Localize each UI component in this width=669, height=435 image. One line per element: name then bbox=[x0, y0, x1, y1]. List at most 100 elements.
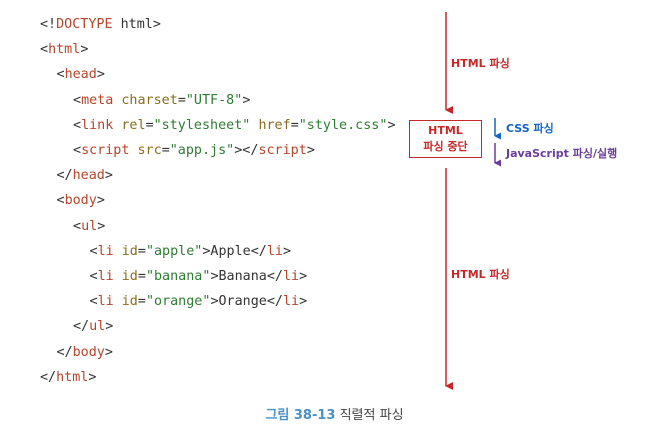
code-token: < bbox=[89, 294, 98, 310]
code-token: > bbox=[299, 294, 308, 310]
code-token: body bbox=[72, 344, 105, 360]
stop-box-line2: 파싱 중단 bbox=[423, 140, 468, 153]
caption-figure-number: 그림 38-13 bbox=[265, 408, 336, 423]
code-token: > bbox=[306, 143, 315, 158]
code-token: < bbox=[89, 269, 98, 284]
code-token: </ bbox=[73, 319, 90, 335]
html-parsing-stop-box: HTML 파싱 중단 bbox=[409, 120, 482, 158]
code-token: id bbox=[121, 243, 138, 259]
code-token: li bbox=[266, 243, 283, 259]
code-token: = bbox=[137, 294, 146, 310]
code-token: = bbox=[290, 117, 299, 133]
code-token: = bbox=[177, 92, 186, 108]
code-token: link bbox=[81, 117, 114, 133]
code-token: id bbox=[121, 294, 138, 310]
code-line: <li id="banana">Banana</li> bbox=[90, 267, 308, 287]
code-token: script bbox=[81, 143, 130, 158]
code-token: >Apple</ bbox=[202, 243, 267, 259]
code-token: "orange" bbox=[145, 294, 211, 310]
code-token: "style.css" bbox=[298, 117, 388, 133]
css-parsing-label: CSS 파싱 bbox=[506, 122, 554, 135]
code-token: href bbox=[258, 117, 291, 133]
code-token: = bbox=[161, 143, 170, 158]
code-token: </ bbox=[56, 344, 73, 360]
code-line: </ul> bbox=[73, 317, 113, 337]
html-parsing-label-bottom: HTML 파싱 bbox=[451, 268, 510, 281]
code-token: = bbox=[137, 269, 146, 284]
code-token: li bbox=[97, 243, 114, 259]
code-token: = bbox=[137, 243, 146, 259]
code-line: <html> bbox=[40, 40, 88, 60]
code-token: > bbox=[105, 319, 114, 335]
code-token: ul bbox=[89, 319, 106, 335]
code-token: ul bbox=[81, 218, 98, 234]
code-line: </html> bbox=[40, 368, 96, 388]
code-line: </head> bbox=[57, 166, 113, 186]
code-line: <link rel="stylesheet" href="style.css"> bbox=[73, 116, 396, 136]
code-token: > bbox=[96, 67, 105, 83]
code-token: html bbox=[56, 369, 89, 385]
code-line: <!DOCTYPE html> bbox=[40, 15, 161, 35]
code-token: html bbox=[48, 42, 81, 58]
code-token: > bbox=[104, 344, 113, 360]
code-token: ></ bbox=[234, 143, 259, 158]
code-token: = bbox=[145, 117, 154, 133]
code-token: > bbox=[299, 269, 308, 284]
code-token: <! bbox=[40, 17, 57, 32]
code-line: <li id="apple">Apple</li> bbox=[90, 242, 292, 262]
code-token: rel bbox=[121, 117, 146, 133]
code-token: < bbox=[89, 243, 98, 259]
code-token: src bbox=[137, 143, 162, 158]
code-token: > bbox=[242, 92, 251, 108]
code-token: id bbox=[121, 269, 138, 284]
code-token: > bbox=[96, 193, 105, 209]
code-token: li bbox=[283, 294, 300, 310]
code-token: DOCTYPE bbox=[56, 17, 113, 32]
code-token: "stylesheet" bbox=[153, 117, 251, 133]
code-line: <head> bbox=[57, 65, 105, 85]
code-token: < bbox=[73, 143, 82, 158]
code-token: > bbox=[387, 117, 396, 133]
code-token: > bbox=[104, 168, 113, 184]
code-token: < bbox=[73, 92, 82, 108]
code-token: > bbox=[283, 243, 292, 259]
code-line: <ul> bbox=[73, 217, 105, 237]
code-token: head bbox=[72, 168, 105, 184]
code-line: <body> bbox=[57, 191, 105, 211]
code-token: head bbox=[64, 67, 97, 83]
code-token: </ bbox=[40, 369, 57, 385]
code-token: "banana" bbox=[145, 269, 211, 284]
code-token: li bbox=[97, 294, 114, 310]
code-token: >Banana</ bbox=[210, 269, 283, 284]
code-token: > bbox=[88, 369, 97, 385]
code-line: </body> bbox=[57, 343, 113, 363]
code-token: < bbox=[73, 117, 82, 133]
code-token: < bbox=[56, 193, 65, 209]
code-token: "UTF-8" bbox=[185, 92, 243, 108]
code-token: meta bbox=[81, 92, 114, 108]
code-token: "apple" bbox=[145, 243, 203, 259]
code-token: li bbox=[283, 269, 300, 284]
code-line: <script src="app.js"></script> bbox=[73, 141, 315, 161]
caption-text: 직렬적 파싱 bbox=[335, 408, 404, 423]
code-token: > bbox=[80, 42, 89, 58]
code-line: <meta charset="UTF-8"> bbox=[73, 91, 250, 111]
stop-box-line1: HTML bbox=[428, 124, 463, 137]
js-parsing-label: JavaScript 파싱/실행 bbox=[506, 147, 618, 160]
code-token: html> bbox=[112, 17, 161, 32]
figure-caption: 그림 38-13 직렬적 파싱 bbox=[0, 404, 669, 423]
code-token: "app.js" bbox=[169, 143, 235, 158]
code-token: < bbox=[73, 218, 82, 234]
code-line: <li id="orange">Orange</li> bbox=[90, 292, 308, 312]
code-token: charset bbox=[121, 92, 178, 108]
code-token: < bbox=[56, 67, 65, 83]
code-token: </ bbox=[56, 168, 73, 184]
html-parsing-label-top: HTML 파싱 bbox=[451, 57, 510, 70]
code-token: li bbox=[97, 269, 114, 284]
code-token: body bbox=[64, 193, 97, 209]
code-token: script bbox=[258, 143, 307, 158]
code-token: < bbox=[40, 42, 49, 58]
code-token: > bbox=[97, 218, 106, 234]
code-token: >Orange</ bbox=[210, 294, 283, 310]
